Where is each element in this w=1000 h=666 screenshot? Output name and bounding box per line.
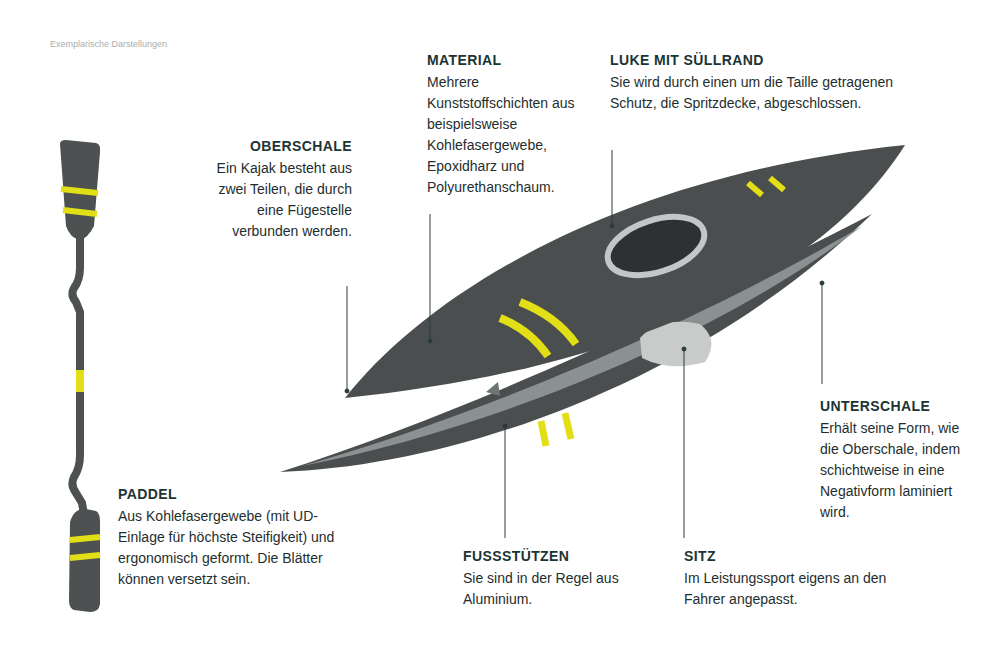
callout-text: Ein Kajak besteht aus zwei Teilen, die d… xyxy=(212,158,352,242)
callout-text: Sie sind in der Regel aus Aluminium. xyxy=(463,568,623,610)
callout-heading: FUSSSTÜTZEN xyxy=(463,546,643,567)
callout-text: Im Leistungssport eigens an den Fahrer a… xyxy=(684,568,889,610)
callout-heading: OBERSCHALE xyxy=(152,136,352,157)
callout-heading: PADDEL xyxy=(118,484,318,505)
callout-text: Erhält seine Form, wie die Oberschale, i… xyxy=(820,418,970,523)
callout-heading: UNTERSCHALE xyxy=(820,396,980,417)
callout-text: Aus Kohlefasergewebe (mit UD-Einlage für… xyxy=(118,506,343,590)
leader-lines xyxy=(345,150,824,538)
paddle-drawing xyxy=(60,140,100,612)
callout-heading: LUKE MIT SÜLLRAND xyxy=(610,50,870,71)
note: Exemplarische Darstellungen xyxy=(50,38,250,50)
callout-text: Sie wird durch einen um die Taille getra… xyxy=(610,72,910,114)
callout-heading: SITZ xyxy=(684,546,884,567)
callout-heading: MATERIAL xyxy=(427,50,597,71)
callout-text: Mehrere Kunststoffschichten aus beispiel… xyxy=(427,72,595,198)
